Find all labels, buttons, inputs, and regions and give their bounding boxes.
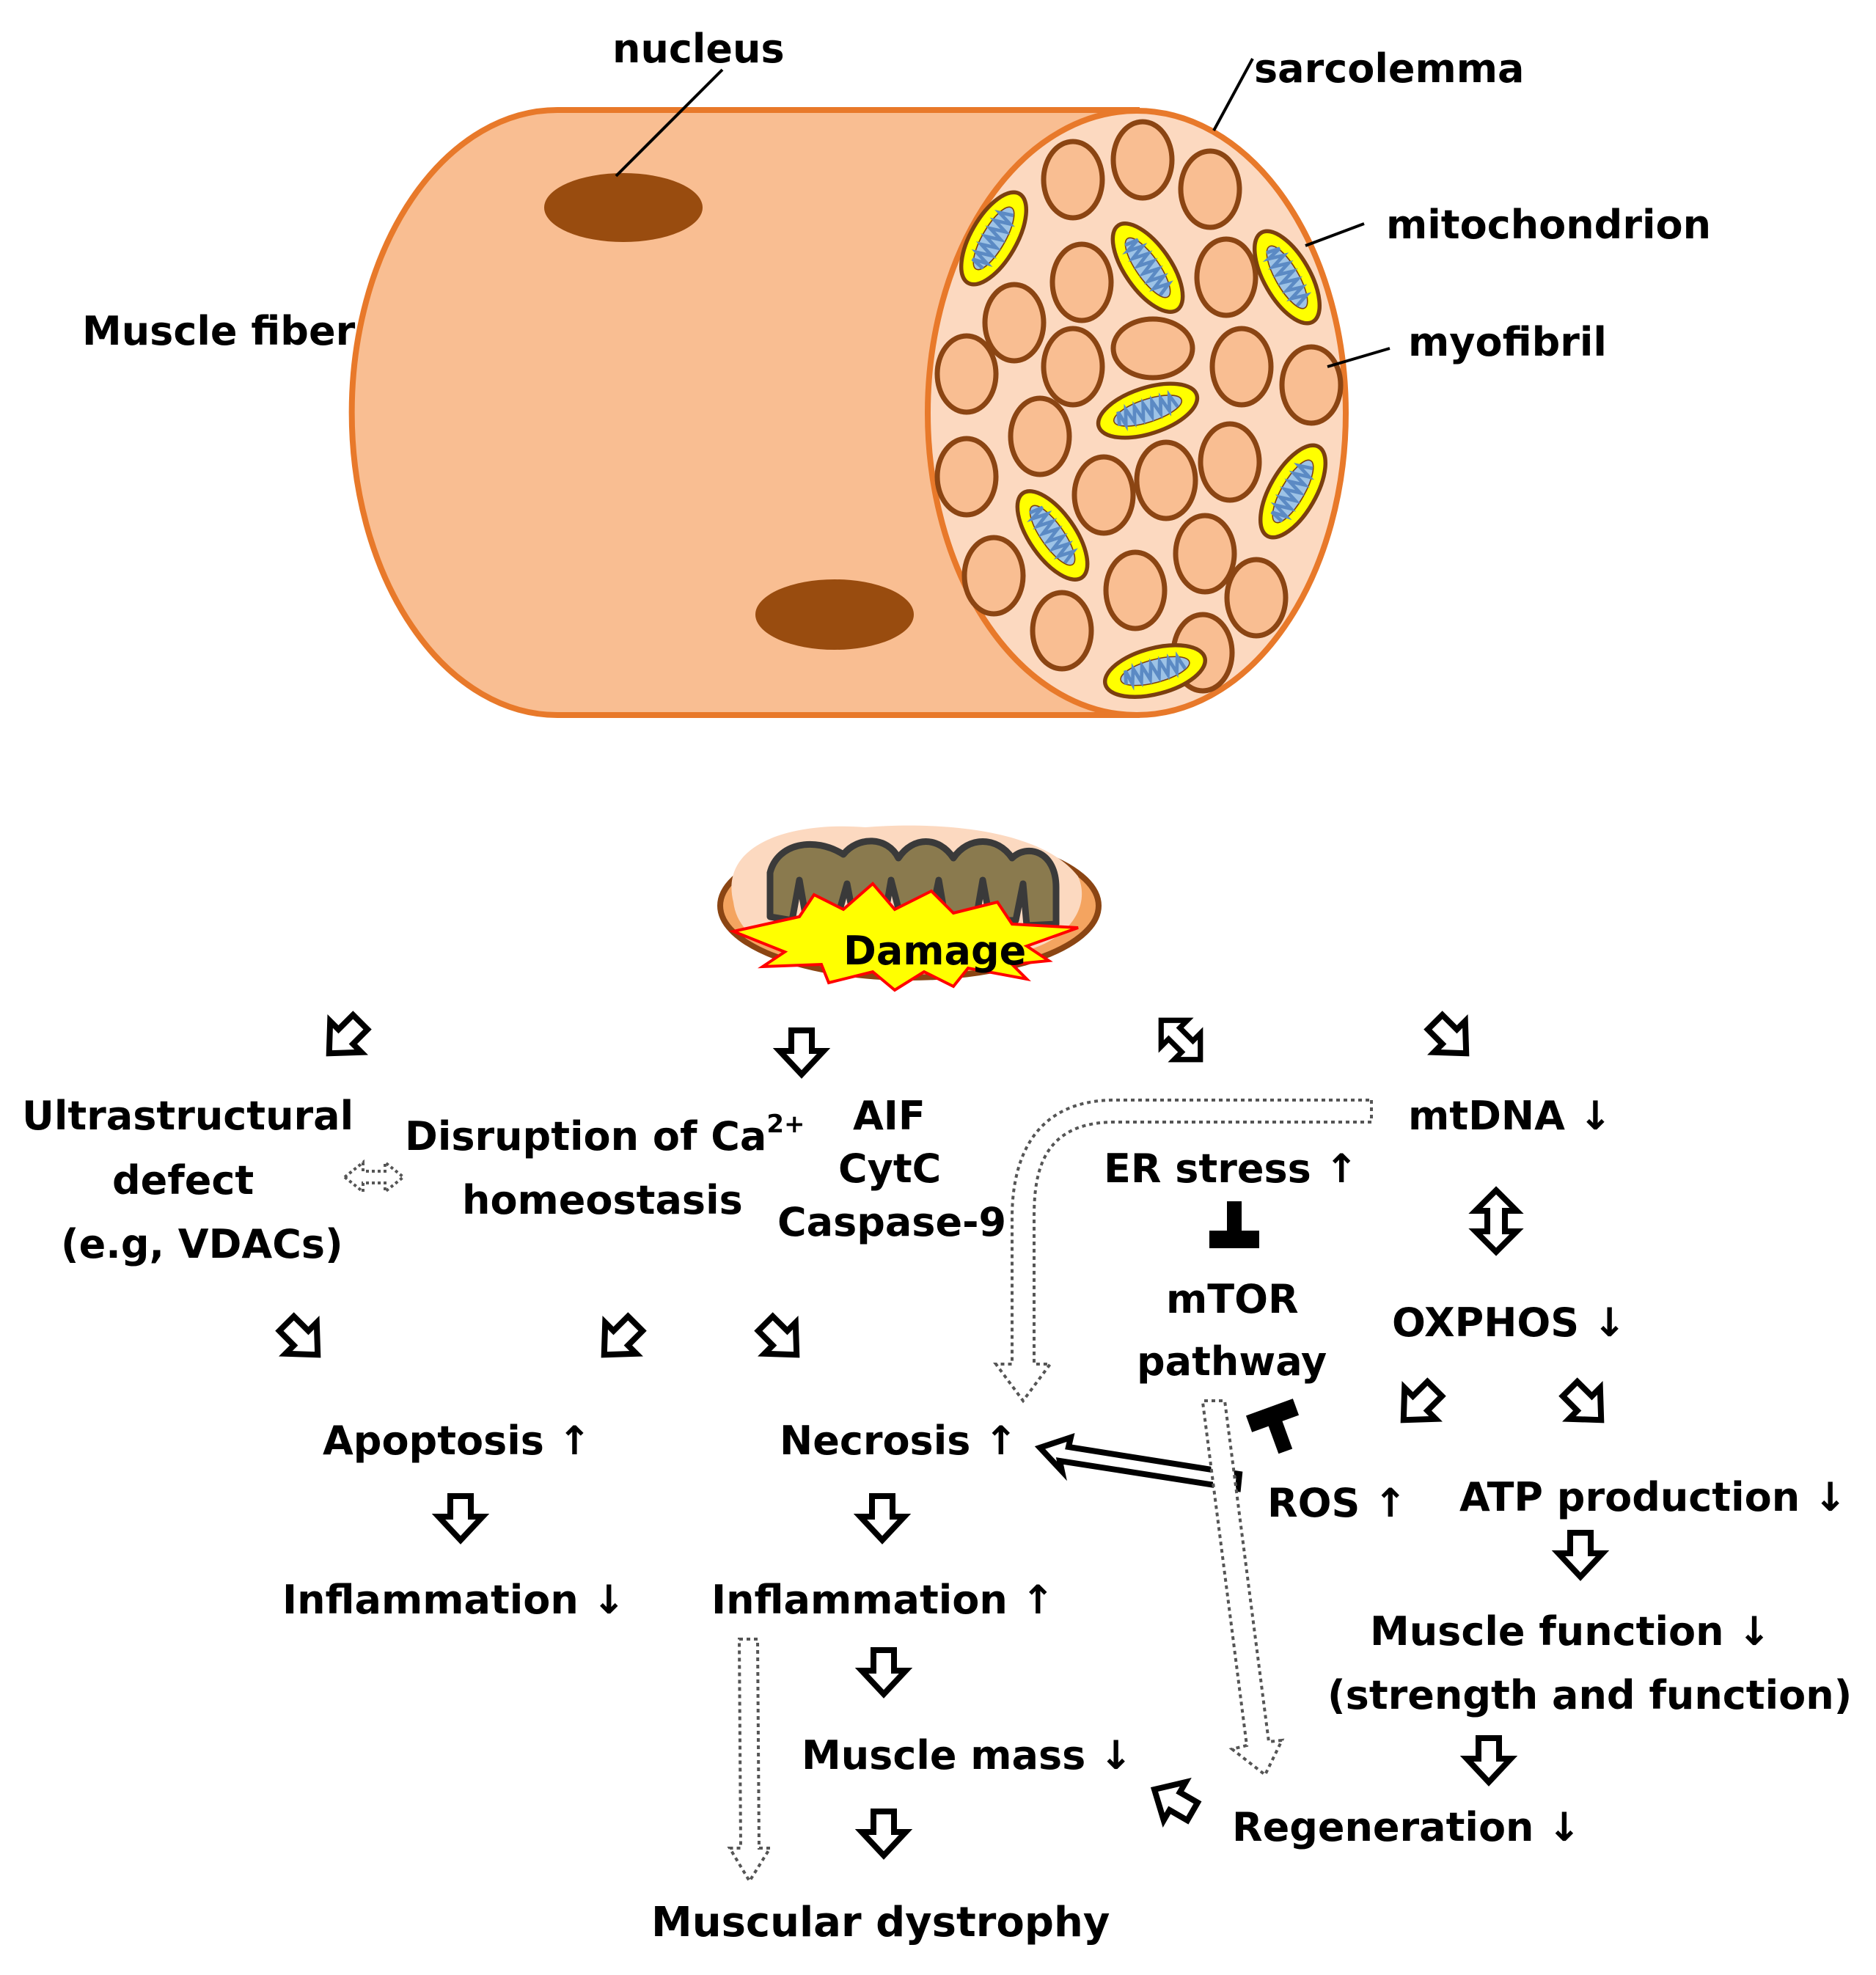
fiber-body [348,107,1140,718]
myofibril-shape [1110,119,1175,201]
inhibition-icon [1209,1201,1259,1248]
nucleus-label: nucleus [612,26,785,72]
necrosis-label: Necrosis ↑ [780,1418,1017,1464]
muscular-dystrophy-label: Muscular dystrophy [651,1899,1110,1946]
calcium-disruption-label: homeostasis [462,1177,743,1223]
leader-line [615,68,724,177]
myofibril-shape [1030,590,1094,672]
myofibril-shape [1049,241,1114,323]
oxphos-label: OXPHOS ↓ [1392,1300,1626,1346]
arrow-icon [1555,1374,1617,1436]
myofibril-shape [1071,454,1136,536]
myofibril-shape [1209,326,1274,408]
leader-line [1327,347,1390,368]
arrow-icon [862,1811,906,1855]
double-arrow-icon [1148,1007,1213,1072]
nucleus-shape [755,579,914,650]
mtdna-label: mtDNA ↓ [1408,1093,1612,1139]
arrow-icon [589,1308,651,1371]
arrow-icon [314,1007,376,1069]
ultrastructural-defect-label: Ultrastructural [22,1093,353,1139]
myofibril-shape [1224,557,1289,639]
leader-line [1212,58,1254,131]
arrow-icon [780,1030,824,1074]
damage-label: Damage [843,928,1026,974]
atp-label: ATP production ↓ [1459,1474,1847,1520]
calcium-superscript: 2+ [766,1110,805,1139]
myofibril-shape [1103,549,1168,631]
myofibril-shape [934,436,999,518]
calcium-disruption-label: Disruption of Ca2+ [405,1110,805,1159]
muscle-function-label: Muscle function ↓ [1370,1608,1771,1655]
myofibril-shape [1041,326,1105,408]
inflammation-down-label: Inflammation ↓ [282,1577,626,1623]
arrow-icon [1558,1533,1602,1577]
arrow-icon [439,1496,483,1540]
er-stress-label: ER stress ↑ [1104,1146,1358,1192]
myofibril-shape [1110,316,1195,381]
damaged-mitochondrion [717,825,1102,992]
arrow-icon [1388,1374,1451,1436]
mtor-label: pathway [1137,1338,1327,1385]
ultrastructural-defect-label: (e.g, VDACs) [61,1221,343,1267]
arrow-icon [750,1308,813,1371]
muscle-function-label: (strength and function) [1327,1672,1852,1718]
aif-label: AIF [853,1093,926,1139]
arrow-icon [271,1308,334,1371]
myofibril-shape [1041,139,1105,221]
double-arrow-icon [1476,1190,1517,1252]
arrow-icon [1420,1007,1482,1069]
muscle-mass-label: Muscle mass ↓ [802,1732,1132,1778]
dotted-curve-arrow [993,1099,1373,1404]
mtor-label: mTOR [1166,1276,1299,1322]
dotted-double-arrow-icon [342,1159,406,1195]
cristae-shape [766,838,1060,929]
myofibrils [934,119,1344,694]
apoptosis-label: Apoptosis ↑ [323,1418,591,1464]
myofibril-shape [961,535,1026,617]
myofibril-shape [1198,421,1262,503]
ultrastructural-defect-label: defect [112,1157,254,1203]
myofibril-shape [934,333,999,415]
arrow-icon [860,1496,904,1540]
damage-burst [728,882,1079,992]
cytc-label: CytC [838,1146,941,1192]
inflammation-up-label: Inflammation ↑ [711,1577,1055,1623]
myofibril-shape [1173,513,1237,595]
myofibril-shape [982,282,1047,364]
muscle-fiber-illustration [348,58,1390,718]
mitochondrion-label: mitochondrion [1386,202,1711,248]
nucleus-shape [544,173,703,242]
arrow-icon [1467,1738,1511,1782]
caspase-label: Caspase-9 [777,1199,1006,1245]
myofibril-shape [1279,344,1344,426]
inhibition-icon [1245,1399,1309,1460]
calcium-disruption-text: Disruption of Ca [405,1113,766,1159]
dotted-inflammation-to-dystrophy-arrow [727,1638,773,1884]
myofibril-shape [1008,395,1072,477]
flow-arrows [271,1007,1617,1884]
myofibril-label: myofibril [1408,319,1607,365]
muscle-fiber-label: Muscle fiber [82,308,356,354]
myofibril-shape [1178,148,1242,230]
ros-label: ROS ↑ [1267,1480,1407,1526]
leader-line [1305,222,1365,247]
arrow-icon [862,1650,906,1694]
arrow-icon [1143,1770,1203,1831]
myofibril-shape [1194,236,1258,318]
regeneration-label: Regeneration ↓ [1232,1804,1581,1850]
sarcolemma-label: sarcolemma [1254,45,1524,92]
dotted-mtor-to-regeneration-arrow [1201,1399,1285,1778]
myofibril-shape [1134,439,1198,521]
